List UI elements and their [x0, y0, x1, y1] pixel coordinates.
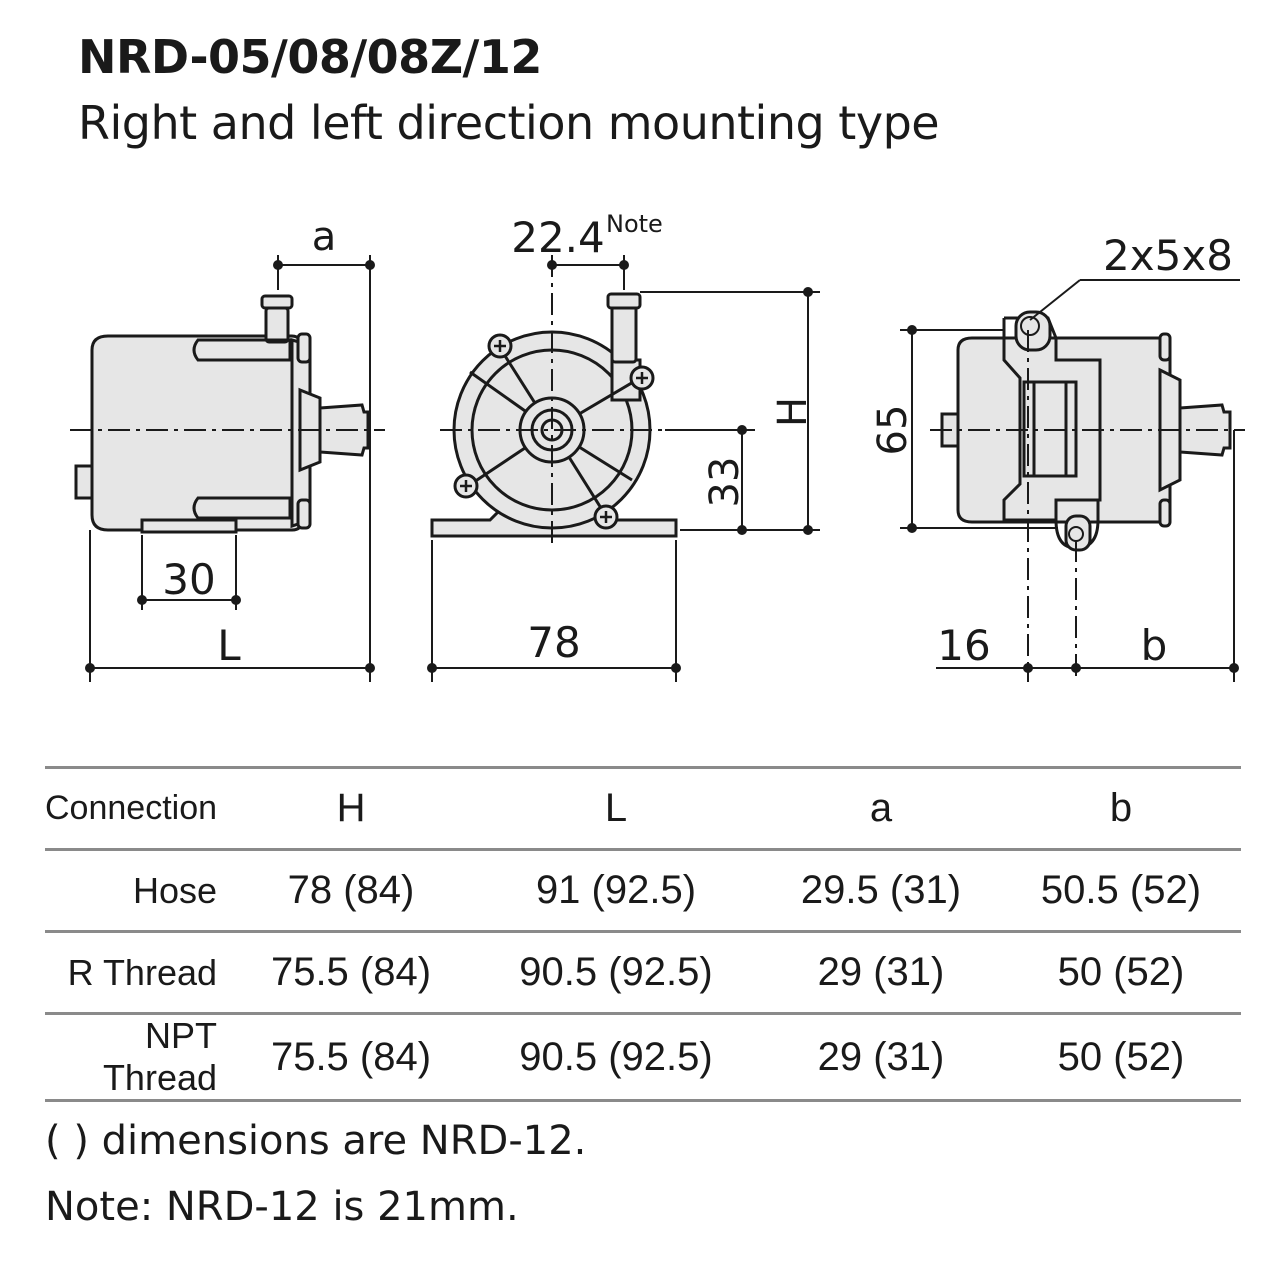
col-b: b: [1000, 766, 1241, 851]
dim-slot-2x5x8: 2x5x8: [1103, 231, 1233, 280]
dim-note-label: Note: [606, 210, 663, 238]
footnote-note: Note: NRD-12 is 21mm.: [45, 1184, 519, 1230]
table-row: R Thread 75.5 (84) 90.5 (92.5) 29 (31) 5…: [45, 931, 1241, 1015]
page-title: NRD-05/08/08Z/12: [78, 30, 542, 84]
cell-a: 29 (31): [760, 1013, 1001, 1102]
front-view-screws: [460, 340, 648, 523]
dim-a-side: a: [312, 214, 337, 260]
row-label: NPT Thread: [45, 1013, 232, 1102]
dim-65: 65: [870, 405, 916, 456]
side-view: [74, 294, 370, 534]
front-view: [430, 292, 678, 538]
dim-78: 78: [527, 618, 580, 667]
table-row: Hose 78 (84) 91 (92.5) 29.5 (31) 50.5 (5…: [45, 849, 1241, 933]
footnote-paren: ( ) dimensions are NRD-12.: [45, 1118, 587, 1164]
cell-L: 91 (92.5): [471, 849, 761, 933]
side-view-dimensions: [70, 255, 385, 682]
table-row: NPT Thread 75.5 (84) 90.5 (92.5) 29 (31)…: [45, 1013, 1241, 1102]
col-L: L: [471, 766, 761, 851]
dim-b: b: [1141, 621, 1168, 670]
cell-L: 90.5 (92.5): [471, 931, 761, 1015]
col-a: a: [760, 766, 1001, 851]
dim-L: L: [217, 621, 241, 670]
rear-view-dimensions: [900, 279, 1245, 682]
row-label: Hose: [45, 849, 232, 933]
dim-16: 16: [937, 621, 990, 670]
dim-33: 33: [702, 457, 748, 508]
dimension-table: Connection H L a b Hose 78 (84) 91 (92.5…: [45, 766, 1241, 1102]
dim-22-4: 22.4: [511, 213, 605, 262]
cell-H: 75.5 (84): [231, 1013, 471, 1102]
cell-H: 75.5 (84): [231, 931, 471, 1015]
cell-b: 50 (52): [1000, 931, 1241, 1015]
table-header-row: Connection H L a b: [45, 766, 1241, 851]
cell-a: 29.5 (31): [760, 849, 1001, 933]
dim-H: H: [770, 397, 816, 427]
cell-L: 90.5 (92.5): [471, 1013, 761, 1102]
row-label: R Thread: [45, 931, 232, 1015]
cell-H: 78 (84): [231, 849, 471, 933]
cell-b: 50 (52): [1000, 1013, 1241, 1102]
dimension-drawing: a 30 L: [70, 210, 1245, 682]
dim-30: 30: [162, 555, 215, 604]
col-H: H: [231, 766, 471, 851]
page-subtitle: Right and left direction mounting type: [78, 96, 940, 150]
front-view-dimensions: [427, 255, 820, 682]
col-connection: Connection: [45, 766, 232, 851]
cell-b: 50.5 (52): [1000, 849, 1241, 933]
cell-a: 29 (31): [760, 931, 1001, 1015]
